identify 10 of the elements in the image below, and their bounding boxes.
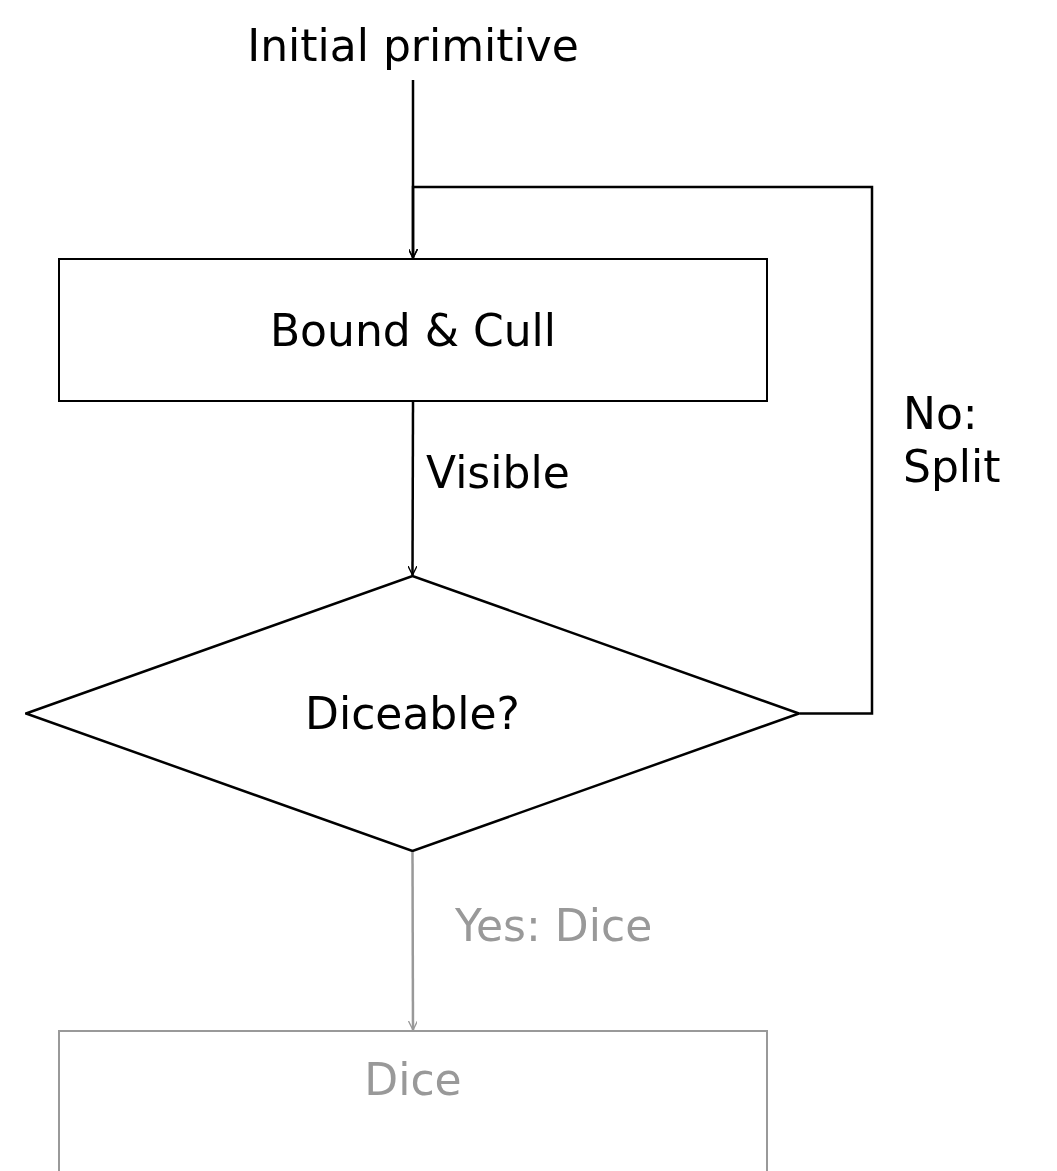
decision-diamond: [25, 575, 800, 852]
arrow: [407, 185, 874, 715]
process-box: [58, 1030, 768, 1171]
process-box: [58, 258, 768, 402]
node-label: Dice: [364, 1054, 462, 1105]
arrow: [407, 852, 419, 1031]
arrow: [407, 402, 418, 576]
start-label: Initial primitive: [247, 19, 579, 71]
node-label: Bound & Cull: [269, 304, 557, 356]
node-label: Diceable?: [305, 688, 520, 739]
